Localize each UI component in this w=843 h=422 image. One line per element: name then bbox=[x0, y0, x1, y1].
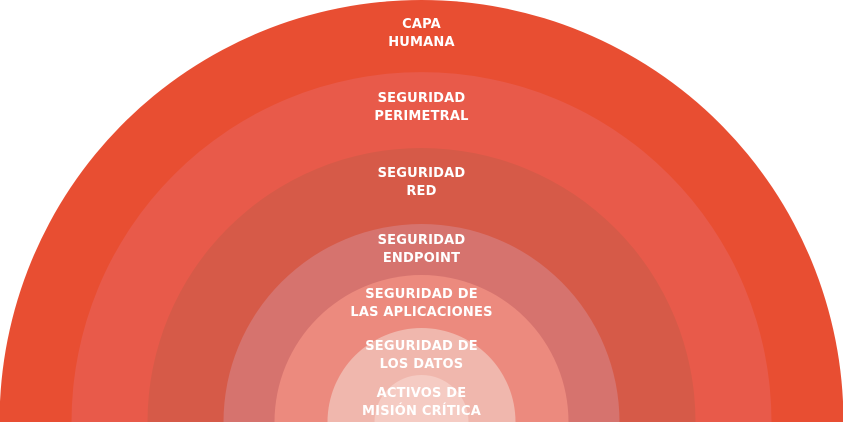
layer-label-line2: LAS APLICACIONES bbox=[350, 305, 493, 320]
layer-label-line2: PERIMETRAL bbox=[374, 109, 469, 124]
layer-label-line1: SEGURIDAD bbox=[377, 233, 466, 248]
layer-label-5: SEGURIDAD DE LOS DATOS bbox=[0, 338, 843, 374]
layer-label-line1: SEGURIDAD bbox=[377, 166, 466, 181]
layer-label-line2: HUMANA bbox=[388, 35, 455, 50]
layer-ring-5 bbox=[327, 328, 516, 422]
layer-label-6: ACTIVOS DE MISIÓN CRÍTICA bbox=[0, 385, 843, 421]
layer-label-line2: ENDPOINT bbox=[382, 251, 461, 266]
layer-label-line2: MISIÓN CRÍTICA bbox=[362, 404, 481, 419]
layer-label-line1: ACTIVOS DE bbox=[376, 386, 467, 401]
layer-ring-6 bbox=[374, 375, 469, 422]
layer-label-line1: SEGURIDAD DE bbox=[365, 287, 478, 302]
layer-label-2: SEGURIDAD RED bbox=[0, 165, 843, 201]
layer-label-1: SEGURIDAD PERIMETRAL bbox=[0, 90, 843, 126]
layer-label-3: SEGURIDAD ENDPOINT bbox=[0, 232, 843, 268]
layer-label-4: SEGURIDAD DE LAS APLICACIONES bbox=[0, 286, 843, 322]
layer-label-line1: SEGURIDAD bbox=[377, 91, 466, 106]
layer-label-0: CAPA HUMANA bbox=[0, 16, 843, 52]
layer-label-line1: SEGURIDAD DE bbox=[365, 339, 478, 354]
layer-label-line1: CAPA bbox=[402, 17, 441, 32]
layer-label-line2: RED bbox=[406, 184, 437, 199]
layer-label-line2: LOS DATOS bbox=[379, 357, 464, 372]
